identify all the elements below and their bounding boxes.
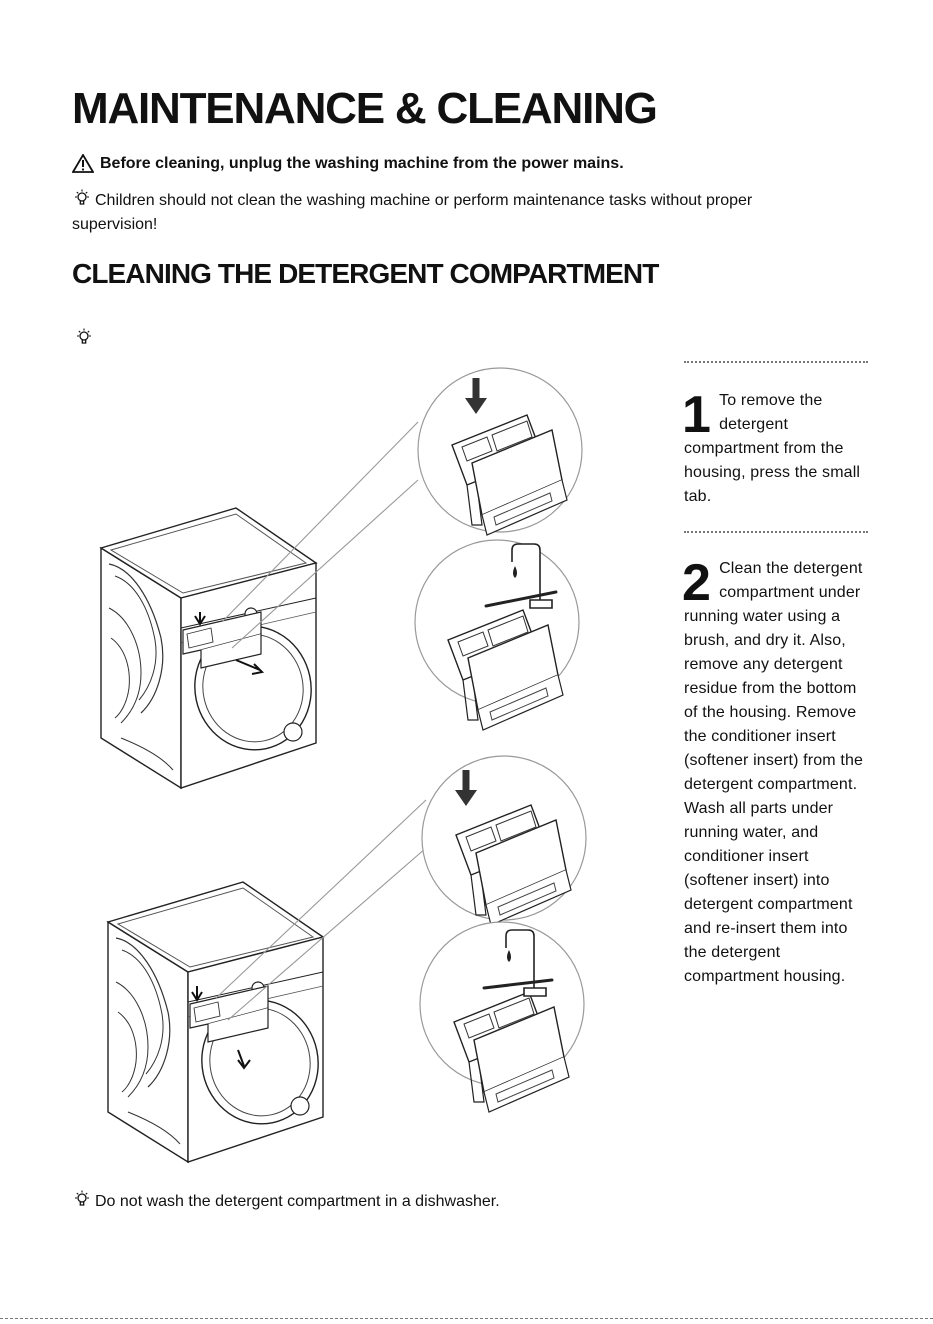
children-note: Children should not clean the washing ma… [72,189,842,237]
lightbulb-icon [75,1190,89,1206]
washer-illustration-2 [107,881,331,1163]
warning-text: Before cleaning, unplug the washing mach… [100,154,624,172]
section-title: CLEANING THE DETERGENT COMPARTMENT [72,258,659,289]
step-1-number: 1 [682,386,712,444]
step-2-text: Clean the detergent compartment under ru… [684,560,864,985]
lightbulb-icon [77,328,91,344]
page-bottom-rule [0,1318,933,1319]
warning-line: Before cleaning, unplug the washing mach… [72,154,624,173]
children-note-text: Children should not clean the washing ma… [72,192,753,233]
step-2: 2 Clean the detergent compartment under … [682,554,874,989]
dishwasher-note-text: Do not wash the detergent compartment in… [95,1193,500,1210]
lightbulb-icon [75,189,89,205]
step-1: 1 To remove the detergent compartment fr… [682,386,874,509]
warning-triangle-icon [72,154,94,173]
divider-dotted [684,531,868,533]
page-title: MAINTENANCE & CLEANING [72,84,658,133]
instruction-illustration [100,367,587,1163]
washer-illustration-1 [100,507,324,789]
step-1-text: To remove the detergent compartment from… [684,392,861,505]
dishwasher-note: Do not wash the detergent compartment in… [72,1190,842,1214]
step-2-number: 2 [682,554,712,612]
divider-dotted [684,361,868,363]
